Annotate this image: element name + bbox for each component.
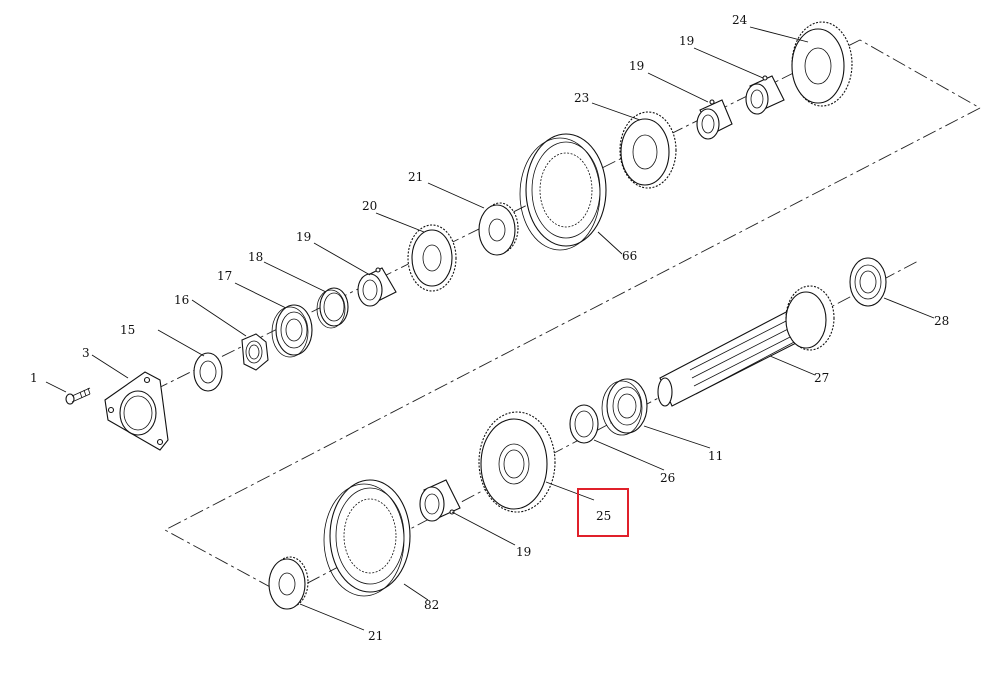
callout-19-d: 19 <box>516 545 531 559</box>
callout-labels: 1 3 15 16 17 18 19 20 21 66 23 19 19 24 … <box>30 13 949 643</box>
cover-plate-part <box>104 371 169 451</box>
callout-15: 15 <box>120 323 135 337</box>
sleeve-19-lower-part <box>419 479 461 522</box>
assembly-axes <box>109 39 981 596</box>
main-shaft-27-part <box>657 285 835 407</box>
callout-82: 82 <box>424 598 439 612</box>
callout-26: 26 <box>660 471 675 485</box>
callout-24: 24 <box>732 13 748 27</box>
sleeve-19-part <box>357 267 397 307</box>
callout-66: 66 <box>622 249 637 263</box>
callout-19-c: 19 <box>679 34 694 48</box>
callout-28: 28 <box>934 314 949 328</box>
ring-18-part <box>316 287 349 329</box>
highlight-box <box>577 488 629 537</box>
return-axis <box>164 107 981 596</box>
callout-23: 23 <box>574 91 589 105</box>
washer-26-part <box>569 404 599 444</box>
spline-gear-21-lower-part <box>268 556 309 610</box>
callout-17: 17 <box>217 269 232 283</box>
bearing-17-part <box>271 304 313 358</box>
washer-15-part <box>193 352 223 392</box>
gear-25-part <box>478 411 556 513</box>
callout-18: 18 <box>248 250 263 264</box>
spline-gear-21-upper-part <box>478 202 519 256</box>
callout-21-a: 21 <box>408 170 423 184</box>
gear-20-part <box>407 224 457 292</box>
synchro-sleeve-66-part <box>519 133 607 251</box>
synchro-sleeve-82-part <box>323 479 411 597</box>
callout-19-a: 19 <box>296 230 311 244</box>
callout-1: 1 <box>30 371 38 385</box>
bearing-11-part <box>601 378 648 436</box>
callout-25: 25 <box>596 509 611 523</box>
callout-3: 3 <box>82 346 90 360</box>
gear-24-part <box>791 21 853 107</box>
sleeve-19-upper-right-b-part <box>745 75 785 115</box>
callout-20: 20 <box>362 199 377 213</box>
callout-16: 16 <box>174 293 189 307</box>
callout-19-b: 19 <box>629 59 644 73</box>
bearing-28-part <box>849 257 887 307</box>
nut-16-part <box>241 333 269 371</box>
callout-11: 11 <box>708 449 723 463</box>
leader-lines <box>45 26 935 631</box>
callout-27: 27 <box>814 371 829 385</box>
gear-23-part <box>619 111 677 189</box>
callout-21-b: 21 <box>368 629 383 643</box>
sleeve-19-upper-right-a-part <box>696 99 733 140</box>
bolt-part <box>65 387 91 405</box>
